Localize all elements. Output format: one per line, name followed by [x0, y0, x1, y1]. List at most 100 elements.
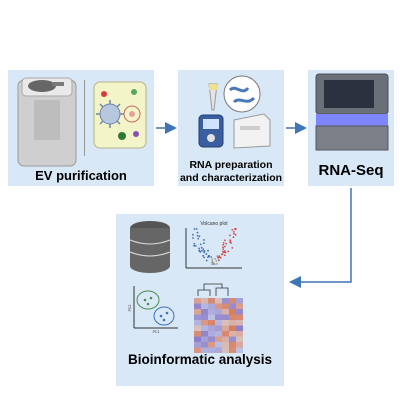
volcano-point [215, 260, 218, 262]
heatmap-cell [201, 298, 208, 304]
volcano-point [192, 237, 194, 239]
heatmap-cell [222, 303, 229, 309]
volcano-point [216, 262, 218, 265]
heatmap-cell [229, 325, 236, 331]
volcano-point [224, 251, 227, 254]
volcano-point [211, 263, 214, 266]
volcano-point [213, 263, 216, 266]
pca-plot: PC1 PC2 [128, 286, 178, 334]
volcano-point [198, 249, 201, 252]
analyzer-icon [233, 113, 271, 149]
volcano-point [232, 236, 235, 239]
volcano-point [193, 244, 196, 247]
volcano-point [207, 256, 209, 259]
heatmap-cell [222, 342, 229, 348]
volcano-point [222, 243, 225, 246]
heatmap-cell [215, 347, 222, 353]
heatmap-cell [215, 325, 222, 331]
sequencer-icon [315, 73, 389, 151]
volcano-point [207, 249, 209, 252]
heatmap-cell [215, 336, 222, 342]
volcano-point [229, 234, 231, 237]
volcano-point [223, 250, 226, 252]
volcano-plot: Volcano plot [185, 221, 242, 269]
bioinformatic-analysis-label: Bioinformatic analysis [127, 352, 273, 367]
volcano-point [222, 246, 224, 249]
rna-seq-label: RNA-Seq [318, 162, 384, 179]
heatmap-cell [229, 309, 236, 315]
volcano-point [195, 228, 198, 230]
heatmap-cell [236, 325, 243, 331]
volcano-point [199, 251, 202, 253]
heatmap-cell [208, 325, 215, 331]
volcano-point [216, 255, 219, 257]
heatmap-cell [229, 336, 236, 342]
volcano-point [197, 237, 200, 240]
heatmap-cell [201, 347, 208, 353]
heatmap-cell [236, 309, 243, 315]
ev-purification-label: EV purification [35, 168, 127, 183]
volcano-point [229, 239, 232, 242]
heatmap-cell [201, 325, 208, 331]
heatmap-cell [201, 342, 208, 348]
heatmap-cell [229, 320, 236, 326]
arrow-seq-to-analysis [289, 188, 352, 288]
heatmap-cell [236, 336, 243, 342]
volcano-point [193, 242, 196, 245]
heatmap-cell [201, 331, 208, 337]
volcano-point [214, 257, 217, 260]
volcano-point [233, 231, 235, 233]
heatmap-cell [194, 331, 201, 337]
heatmap-cell [208, 347, 215, 353]
volcano-point [207, 254, 210, 257]
heatmap-cell [208, 331, 215, 337]
volcano-point [231, 229, 234, 231]
heatmap-cell [215, 309, 222, 315]
heatmap-cell [194, 320, 201, 326]
volcano-point [219, 256, 222, 259]
heatmap-cell [201, 320, 208, 326]
heatmap-cell [208, 342, 215, 348]
heatmap-cell [208, 298, 215, 304]
volcano-point [200, 246, 203, 249]
volcano-point [233, 228, 236, 230]
heatmap-cell [222, 298, 229, 304]
heatmap-cell [194, 303, 201, 309]
database-icon [129, 221, 171, 273]
volcano-point [221, 253, 224, 255]
volcano-point [218, 255, 221, 258]
volcano-point [234, 233, 237, 236]
heatmap-cell [194, 342, 201, 348]
heatmap-cell [236, 314, 243, 320]
heatmap-cell [236, 298, 243, 304]
heatmap-cell [222, 314, 229, 320]
volcano-point [196, 234, 199, 237]
volcano-point [211, 259, 214, 261]
volcano-point [202, 254, 205, 257]
rna-preparation-label-line1: RNA preparation [189, 159, 273, 171]
volcano-point [202, 248, 205, 251]
heatmap-cell [194, 314, 201, 320]
centrifuge-icon [17, 77, 77, 167]
volcano-point [199, 243, 202, 246]
volcano-point [193, 228, 196, 230]
heatmap-cell [215, 303, 222, 309]
volcano-point [205, 253, 208, 255]
spectrophotometer-icon [198, 114, 224, 148]
pipette-icon [208, 83, 218, 111]
pca-y-label: PC2 [128, 305, 132, 312]
volcano-point [205, 259, 208, 262]
volcano-point [233, 232, 235, 235]
heatmap-cell [201, 336, 208, 342]
heatmap-cell [229, 342, 236, 348]
heatmap-cell [236, 342, 243, 348]
heatmap-cell [222, 331, 229, 337]
volcano-point [203, 239, 205, 241]
heatmap-cell [236, 303, 243, 309]
heatmap-cell [208, 309, 215, 315]
pca-x-label: PC1 [153, 330, 160, 334]
heatmap-cell [208, 303, 215, 309]
heatmap-cell [194, 325, 201, 331]
heatmap-cell [236, 320, 243, 326]
heatmap-cell [215, 314, 222, 320]
